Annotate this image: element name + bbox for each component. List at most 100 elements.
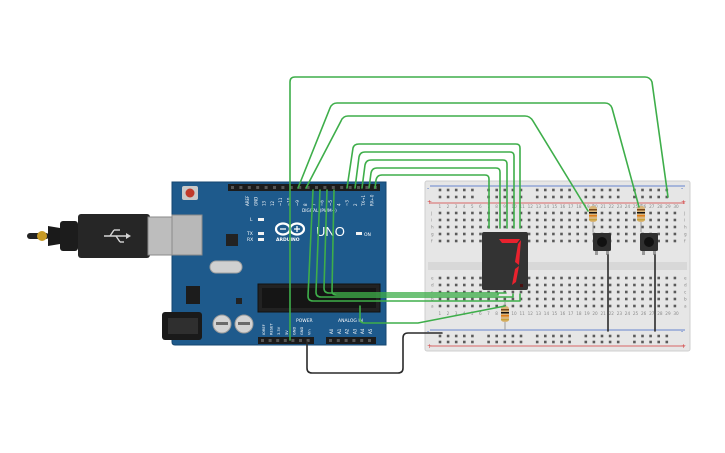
breadboard-hole[interactable]: [600, 297, 604, 301]
breadboard-hole[interactable]: [673, 239, 677, 243]
breadboard-hole[interactable]: [544, 232, 547, 236]
rail-hole[interactable]: [649, 340, 652, 344]
breadboard-hole[interactable]: [616, 211, 620, 215]
breadboard-hole[interactable]: [673, 232, 677, 236]
rail-hole[interactable]: [511, 340, 515, 344]
header-pin[interactable]: [299, 339, 302, 342]
breadboard-hole[interactable]: [471, 283, 474, 287]
rail-hole[interactable]: [641, 195, 644, 199]
rail-hole[interactable]: [568, 340, 571, 344]
breadboard-hole[interactable]: [503, 218, 507, 222]
breadboard-hole[interactable]: [446, 225, 450, 229]
header-pin[interactable]: [329, 339, 332, 342]
breadboard-hole[interactable]: [633, 225, 636, 229]
header-pin[interactable]: [344, 339, 348, 342]
breadboard-hole[interactable]: [649, 218, 652, 222]
breadboard-hole[interactable]: [552, 239, 555, 243]
rail-hole[interactable]: [568, 188, 571, 192]
breadboard-hole[interactable]: [560, 283, 563, 287]
breadboard-hole[interactable]: [479, 225, 482, 229]
breadboard-holes[interactable]: [438, 188, 677, 344]
rail-hole[interactable]: [552, 188, 555, 192]
rail-hole[interactable]: [511, 334, 515, 338]
rail-hole[interactable]: [657, 195, 660, 199]
breadboard-hole[interactable]: [552, 218, 555, 222]
wire-display-8[interactable]: [323, 189, 507, 294]
breadboard-hole[interactable]: [544, 276, 547, 280]
breadboard-hole[interactable]: [657, 290, 660, 294]
breadboard-hole[interactable]: [576, 232, 579, 236]
header-pin[interactable]: [323, 186, 327, 189]
breadboard-hole[interactable]: [633, 290, 636, 294]
rail-hole[interactable]: [446, 340, 450, 344]
rail-hole[interactable]: [535, 188, 539, 192]
breadboard-hole[interactable]: [527, 276, 531, 280]
header-pin[interactable]: [289, 186, 293, 189]
breadboard-hole[interactable]: [616, 290, 620, 294]
rail-hole[interactable]: [568, 195, 571, 199]
breadboard-hole[interactable]: [600, 211, 604, 215]
breadboard-hole[interactable]: [568, 232, 571, 236]
breadboard-hole[interactable]: [625, 218, 628, 222]
breadboard-hole[interactable]: [600, 276, 604, 280]
rail-hole[interactable]: [608, 334, 612, 338]
breadboard-hole[interactable]: [657, 225, 660, 229]
wire-display-3[interactable]: [361, 159, 508, 229]
breadboard-hole[interactable]: [446, 239, 450, 243]
wire-display-6[interactable]: [307, 189, 521, 302]
breadboard-hole[interactable]: [479, 276, 482, 280]
rail-hole[interactable]: [438, 340, 442, 344]
wire-button-left[interactable]: [305, 115, 589, 212]
breadboard-hole[interactable]: [657, 211, 660, 215]
breadboard-hole[interactable]: [625, 276, 628, 280]
breadboard-hole[interactable]: [657, 232, 660, 236]
rail-hole[interactable]: [511, 188, 515, 192]
rail-hole[interactable]: [454, 334, 458, 338]
breadboard-hole[interactable]: [544, 218, 547, 222]
breadboard-hole[interactable]: [544, 297, 547, 301]
header-pin[interactable]: [264, 186, 268, 189]
wire-gnd-to-rail[interactable]: [306, 332, 443, 374]
breadboard-hole[interactable]: [616, 239, 620, 243]
breadboard-hole[interactable]: [657, 276, 660, 280]
breadboard-hole[interactable]: [633, 239, 636, 243]
breadboard-hole[interactable]: [471, 304, 474, 308]
breadboard-hole[interactable]: [592, 304, 596, 308]
breadboard-hole[interactable]: [665, 290, 669, 294]
breadboard-hole[interactable]: [649, 304, 652, 308]
rail-hole[interactable]: [560, 195, 563, 199]
breadboard-hole[interactable]: [471, 225, 474, 229]
breadboard-hole[interactable]: [446, 290, 450, 294]
header-pin[interactable]: [276, 339, 280, 342]
breadboard-hole[interactable]: [673, 225, 677, 229]
rail-hole[interactable]: [584, 195, 588, 199]
rail-hole[interactable]: [665, 334, 669, 338]
breadboard-hole[interactable]: [454, 211, 458, 215]
breadboard-hole[interactable]: [657, 239, 660, 243]
breadboard-hole[interactable]: [633, 218, 636, 222]
rail-hole[interactable]: [544, 334, 547, 338]
breadboard-hole[interactable]: [495, 218, 498, 222]
header-pin[interactable]: [348, 186, 352, 189]
breadboard-hole[interactable]: [519, 211, 523, 215]
breadboard-hole[interactable]: [438, 211, 442, 215]
breadboard-hole[interactable]: [519, 218, 523, 222]
header-pin[interactable]: [239, 186, 243, 189]
breadboard-hole[interactable]: [665, 283, 669, 287]
breadboard-hole[interactable]: [527, 232, 531, 236]
breadboard-hole[interactable]: [479, 283, 482, 287]
breadboard-hole[interactable]: [673, 218, 677, 222]
breadboard-hole[interactable]: [479, 211, 482, 215]
breadboard-hole[interactable]: [511, 297, 515, 301]
breadboard-hole[interactable]: [608, 276, 612, 280]
breadboard-hole[interactable]: [463, 290, 466, 294]
breadboard-hole[interactable]: [463, 218, 466, 222]
breadboard-hole[interactable]: [463, 276, 466, 280]
breadboard-hole[interactable]: [479, 232, 482, 236]
rail-hole[interactable]: [608, 188, 612, 192]
breadboard-hole[interactable]: [454, 304, 458, 308]
rail-hole[interactable]: [519, 188, 523, 192]
rail-hole[interactable]: [544, 188, 547, 192]
breadboard-hole[interactable]: [576, 297, 579, 301]
wire-button-right[interactable]: [297, 102, 640, 208]
